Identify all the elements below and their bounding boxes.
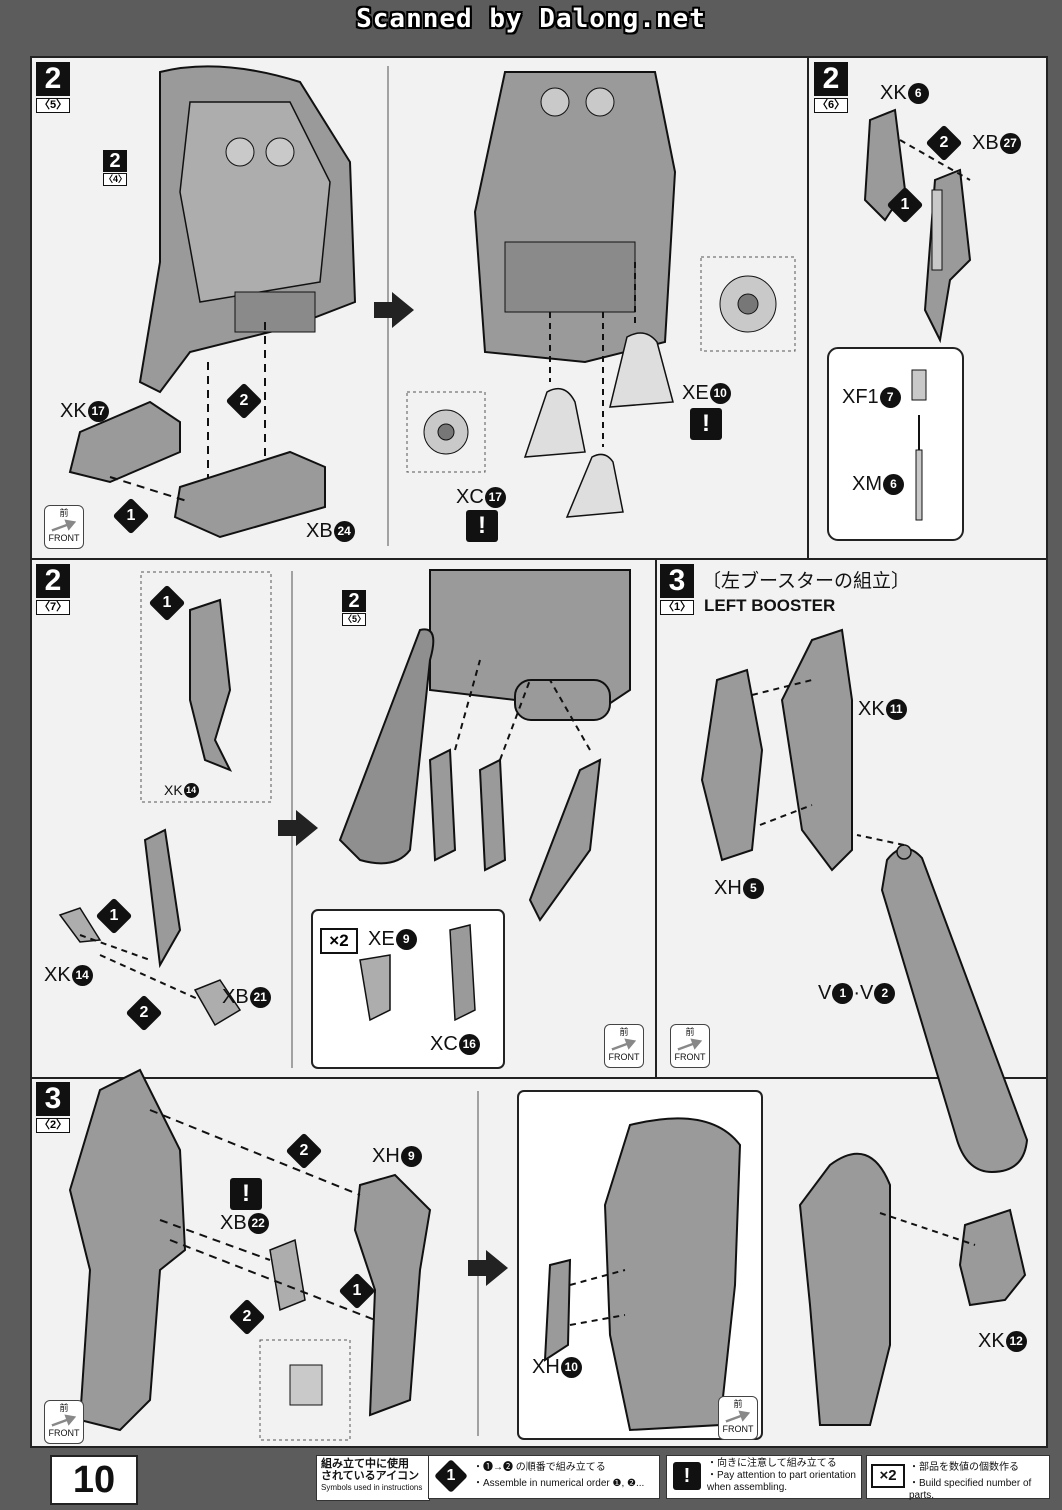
thruster-assembly-illustration <box>406 71 796 518</box>
order-marker-1: 1 <box>886 186 924 224</box>
step-2-6: 2 〈6〉 <box>814 62 848 113</box>
step-3-1: 3 〈1〉 <box>660 564 694 615</box>
booster-frame-illustration <box>68 1068 432 1441</box>
order-marker-1: 1 <box>338 1272 376 1310</box>
ref-step-2-5: 2 〈5〉 <box>342 590 367 626</box>
step-2-5: 2 〈5〉 <box>36 62 70 113</box>
ref-step-2-4: 2 〈4〉 <box>103 150 128 186</box>
next-arrow-icon <box>278 810 318 846</box>
orientation-warning-icon: ! <box>230 1178 262 1210</box>
step-sub: 〈5〉 <box>36 98 70 113</box>
order-icon: 1 <box>434 1459 468 1493</box>
order-marker-2: 2 <box>925 124 963 162</box>
order-marker-1: 1 <box>148 584 186 622</box>
warning-icon: ! <box>673 1462 701 1490</box>
order-marker-2: 2 <box>285 1132 323 1170</box>
next-arrow-icon <box>468 1250 508 1286</box>
legend-item-orientation: ! ・向きに注意して組み立てる ・Pay attention to part o… <box>666 1455 862 1499</box>
order-marker-2: 2 <box>225 382 263 420</box>
order-marker-1: 1 <box>112 497 150 535</box>
step-number: 2 <box>36 62 70 96</box>
multiplier-badge: ×2 <box>320 928 358 954</box>
booster-detail-illustration <box>517 1090 1027 1440</box>
legend-title: 組み立て中に使用 されているアイコン Symbols used in instr… <box>316 1455 430 1501</box>
orientation-warning-icon: ! <box>466 510 498 542</box>
order-marker-1: 1 <box>95 897 133 935</box>
waist-armor-illustration <box>311 569 631 1069</box>
order-marker-2: 2 <box>228 1298 266 1336</box>
section-title-ja: 〔左ブースターの組立〕 <box>702 571 911 592</box>
section-title-en: LEFT BOOSTER <box>704 596 836 615</box>
legend-item-order: 1 ・❶→❷ の順番で組み立てる ・Assemble in numerical … <box>428 1455 660 1499</box>
page-number: 10 <box>50 1455 138 1505</box>
step-2-7: 2 〈7〉 <box>36 564 70 615</box>
left-booster-illustration <box>700 628 1029 1174</box>
step-3-2: 3 〈2〉 <box>36 1082 70 1133</box>
foot-part-illustration <box>827 108 972 541</box>
skirt-part-illustration <box>58 571 272 1027</box>
torso-assembly-illustration <box>68 65 357 539</box>
multiplier-icon: ×2 <box>871 1464 905 1488</box>
orientation-warning-icon: ! <box>690 408 722 440</box>
order-marker-2: 2 <box>125 994 163 1032</box>
panel-grid <box>30 56 1048 1436</box>
legend-item-multiplier: ×2 ・部品を数値の個数作る ・Build specified number o… <box>866 1455 1050 1501</box>
watermark: Scanned by Dalong.net <box>356 4 706 34</box>
next-arrow-icon <box>374 292 414 328</box>
